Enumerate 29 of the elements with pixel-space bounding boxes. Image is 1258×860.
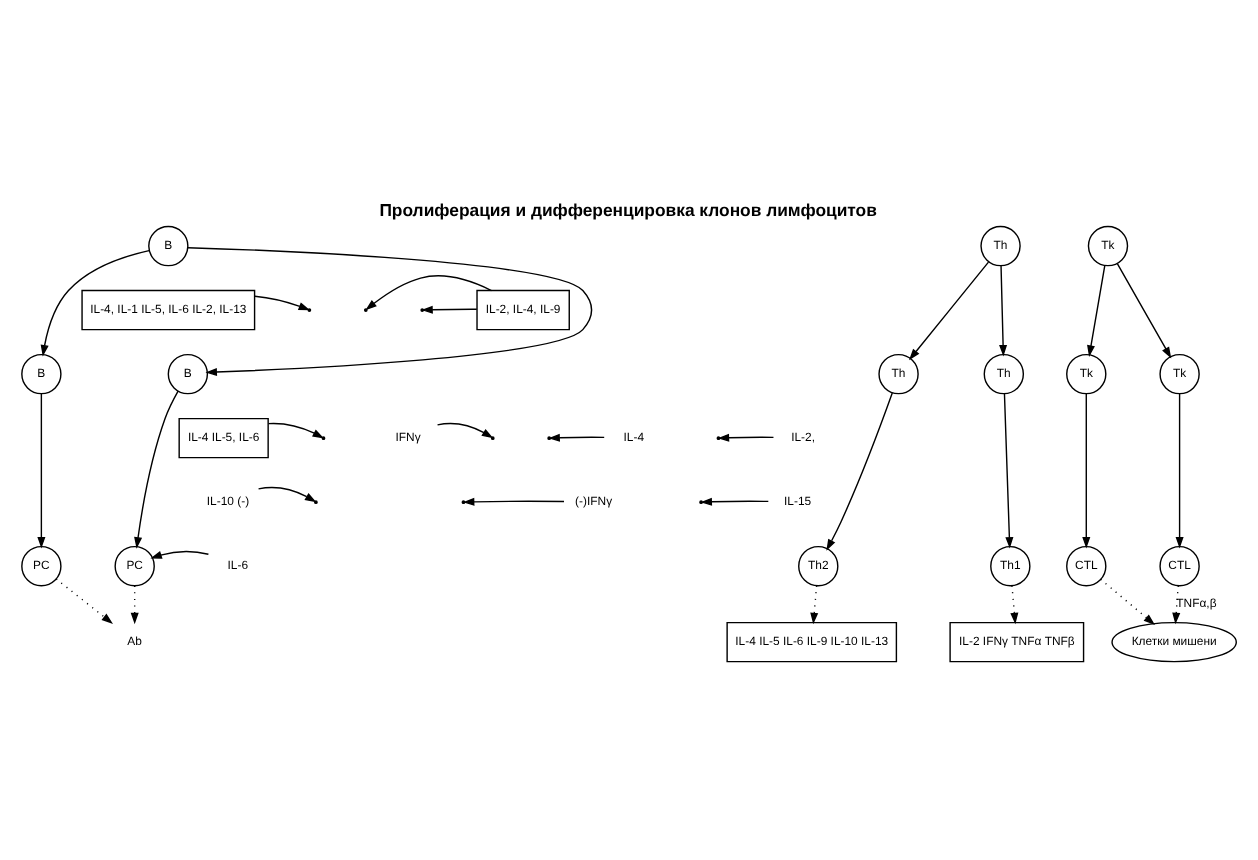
arrow: [40, 249, 150, 357]
arrow: [1100, 578, 1156, 625]
arrow: [150, 550, 210, 559]
arrow: [421, 305, 478, 314]
arrow: [1116, 262, 1172, 359]
arrow: [1087, 265, 1106, 357]
arrow: [700, 497, 770, 506]
arrow: [365, 275, 493, 311]
arrow: [1175, 393, 1184, 549]
arrow: [810, 585, 819, 625]
arrow: [257, 486, 317, 503]
arrow: [130, 585, 139, 625]
arrow: [1003, 393, 1014, 549]
arrow: [37, 393, 46, 549]
arrow: [254, 295, 311, 311]
arrow: [999, 265, 1008, 357]
arrow: [1082, 393, 1091, 549]
arrow: [462, 497, 565, 506]
arrow: [267, 422, 325, 439]
arrow: [1172, 585, 1181, 625]
arrow: [134, 390, 179, 549]
diagram-title: Пролиферация и дифференцировка клонов лимфоцитов: [379, 199, 877, 220]
arrow: [909, 261, 990, 361]
arrow: [436, 422, 494, 439]
arrow: [55, 578, 114, 624]
arrow: [187, 247, 593, 377]
arrow: [548, 433, 605, 442]
arrow: [1010, 585, 1019, 625]
arrow: [826, 392, 893, 551]
